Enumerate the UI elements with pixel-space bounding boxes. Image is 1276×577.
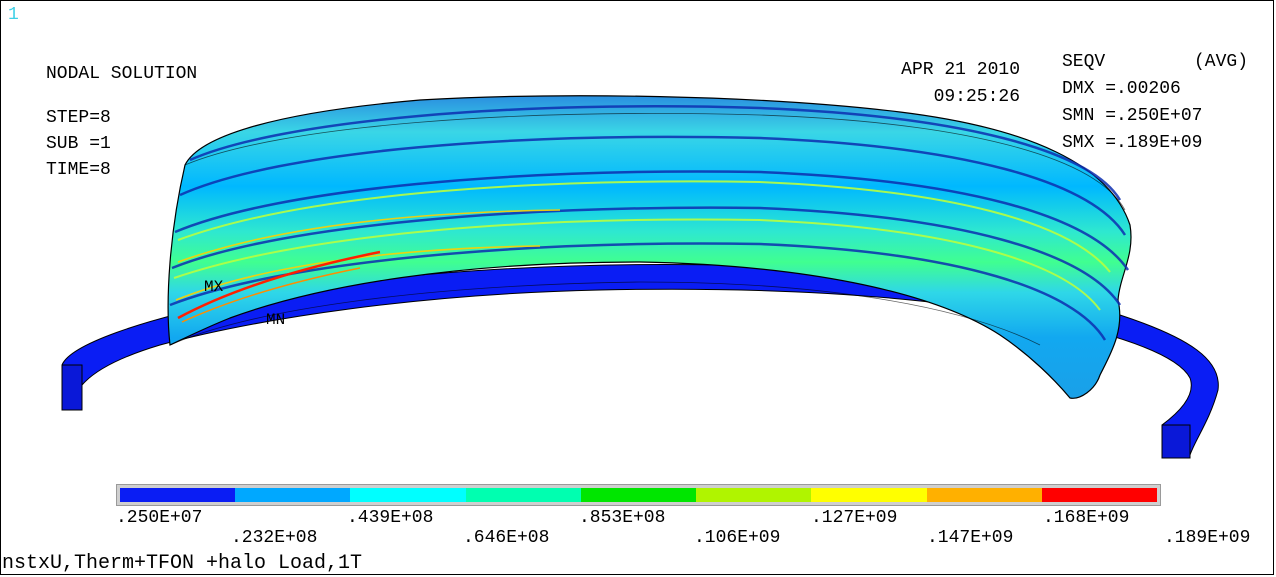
max-marker-label: MX [204, 278, 224, 296]
result-quantity-label: SEQV [1062, 52, 1106, 72]
smn-label: SMN =.250E+07 [1062, 106, 1203, 126]
window-number: 1 [8, 5, 19, 25]
legend-band-9 [1041, 488, 1157, 502]
smx-label: SMX =.189E+09 [1062, 133, 1203, 153]
min-marker-label: MN [266, 311, 285, 329]
legend-tick-8: .147E+09 [927, 528, 1014, 548]
legend-band-6 [696, 488, 812, 502]
legend-band-5 [580, 488, 697, 502]
legend-band-7 [811, 488, 927, 502]
plot-subtitle: nstxU,Therm+TFON +halo Load,1T [2, 552, 363, 575]
legend-band-8 [926, 488, 1042, 502]
date-label: APR 21 2010 [901, 60, 1020, 80]
legend-tick-7: .127E+09 [811, 508, 898, 528]
legend-tick-1: .250E+07 [116, 508, 203, 528]
legend-band-4 [465, 488, 581, 502]
legend-band-2 [235, 488, 351, 502]
legend-tick-3: .439E+08 [347, 508, 434, 528]
legend-band-3 [350, 488, 466, 502]
legend-tick-4: .646E+08 [463, 528, 550, 548]
legend-tick-10: .189E+09 [1164, 528, 1251, 548]
legend-tick-6: .106E+09 [694, 528, 781, 548]
contour-legend-bar [116, 484, 1161, 506]
substep-label: SUB =1 [46, 134, 111, 154]
step-label: STEP=8 [46, 108, 111, 128]
legend-tick-5: .853E+08 [579, 508, 666, 528]
dmx-label: DMX =.00206 [1062, 79, 1181, 99]
plot-title: NODAL SOLUTION [46, 64, 198, 84]
time-label: TIME=8 [46, 160, 111, 180]
legend-band-1 [120, 488, 236, 502]
legend-tick-2: .232E+08 [231, 528, 318, 548]
bellows [167, 95, 1132, 399]
base-ring [61, 264, 1219, 459]
legend-tick-9: .168E+09 [1043, 508, 1130, 528]
clock-label: 09:25:26 [933, 87, 1020, 107]
averaging-label: (AVG) [1194, 52, 1249, 72]
